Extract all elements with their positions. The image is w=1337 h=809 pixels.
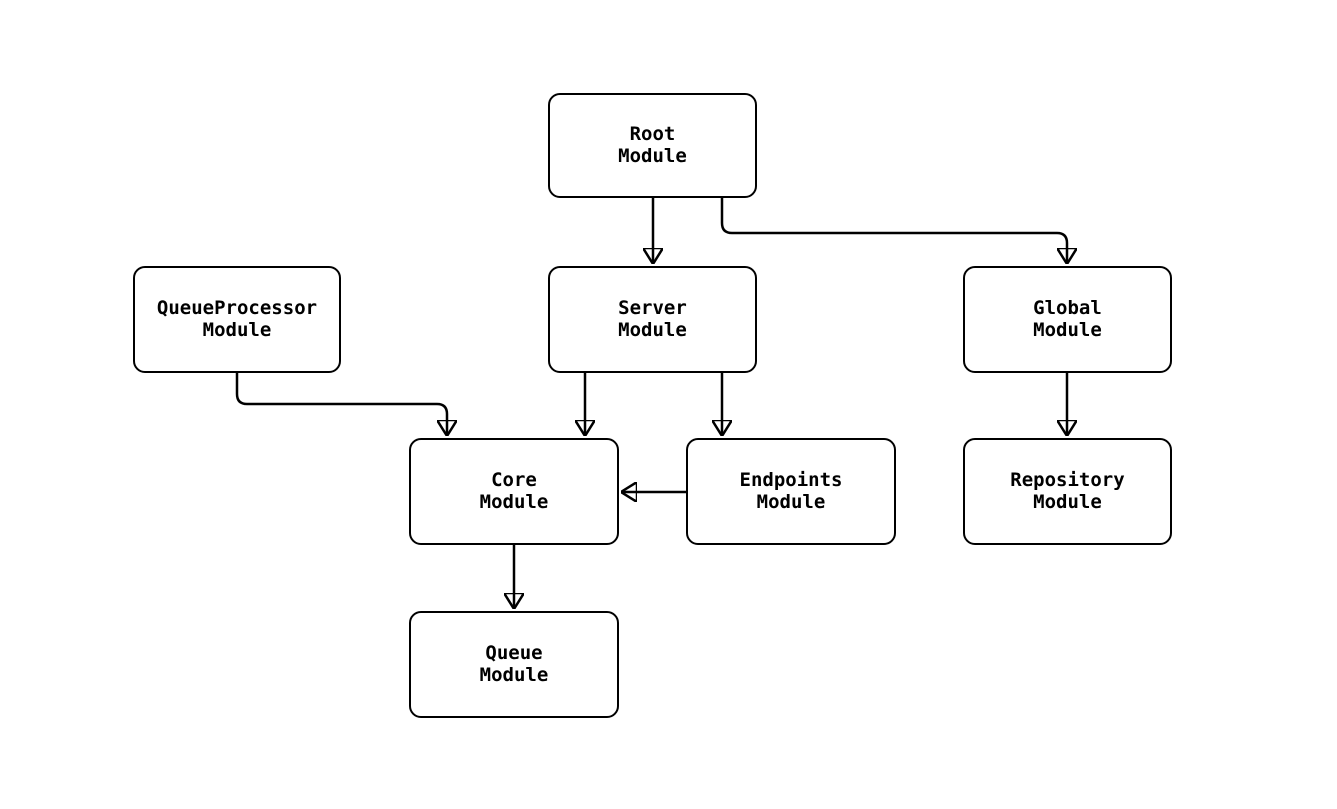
edge-queueprocessor-to-core [235, 373, 447, 435]
node-server-module: Server Module [548, 266, 757, 373]
node-global-module: Global Module [963, 266, 1172, 373]
node-root-module: Root Module [548, 93, 757, 198]
node-queue-module-label: Queue Module [479, 641, 549, 686]
node-repository-module-label: Repository Module [1010, 468, 1125, 513]
edge-root-to-global [720, 198, 1067, 263]
node-repository-module: Repository Module [963, 438, 1172, 545]
node-core-module-label: Core Module [479, 468, 549, 513]
node-endpoints-module: Endpoints Module [686, 438, 896, 545]
node-core-module: Core Module [409, 438, 619, 545]
node-server-module-label: Server Module [618, 296, 687, 341]
node-queueprocessor-module-label: QueueProcessor Module [156, 296, 318, 341]
node-queue-module: Queue Module [409, 611, 619, 718]
node-queueprocessor-module: QueueProcessor Module [133, 266, 341, 373]
node-root-module-label: Root Module [618, 122, 687, 167]
node-global-module-label: Global Module [1033, 296, 1102, 341]
node-endpoints-module-label: Endpoints Module [739, 468, 843, 513]
